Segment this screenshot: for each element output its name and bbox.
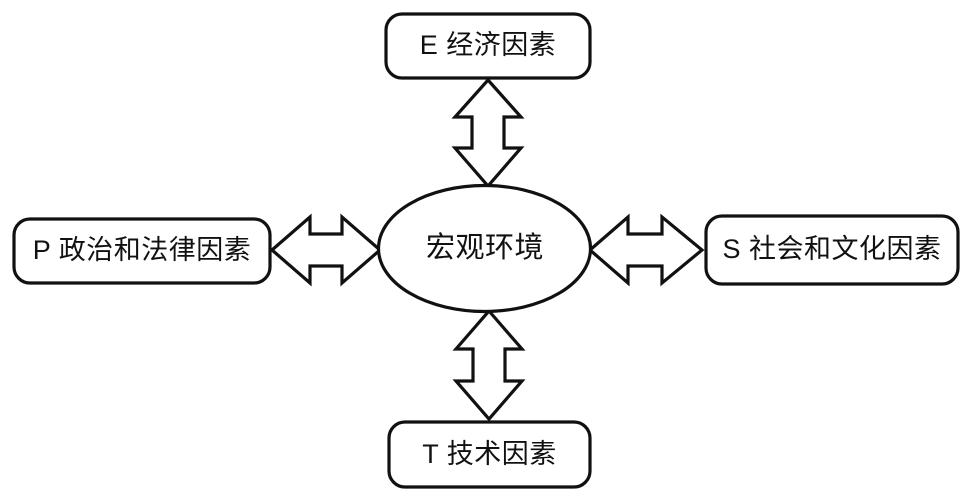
arrow-top: [451, 77, 525, 189]
node-political[interactable]: [12, 217, 272, 285]
node-social[interactable]: [704, 214, 960, 286]
arrow-bottom: [452, 308, 526, 422]
node-economic[interactable]: [384, 12, 592, 80]
node-macro-environment[interactable]: [376, 183, 593, 314]
arrow-left: [269, 213, 383, 287]
arrow-right: [587, 213, 705, 287]
node-technological[interactable]: [387, 420, 592, 489]
